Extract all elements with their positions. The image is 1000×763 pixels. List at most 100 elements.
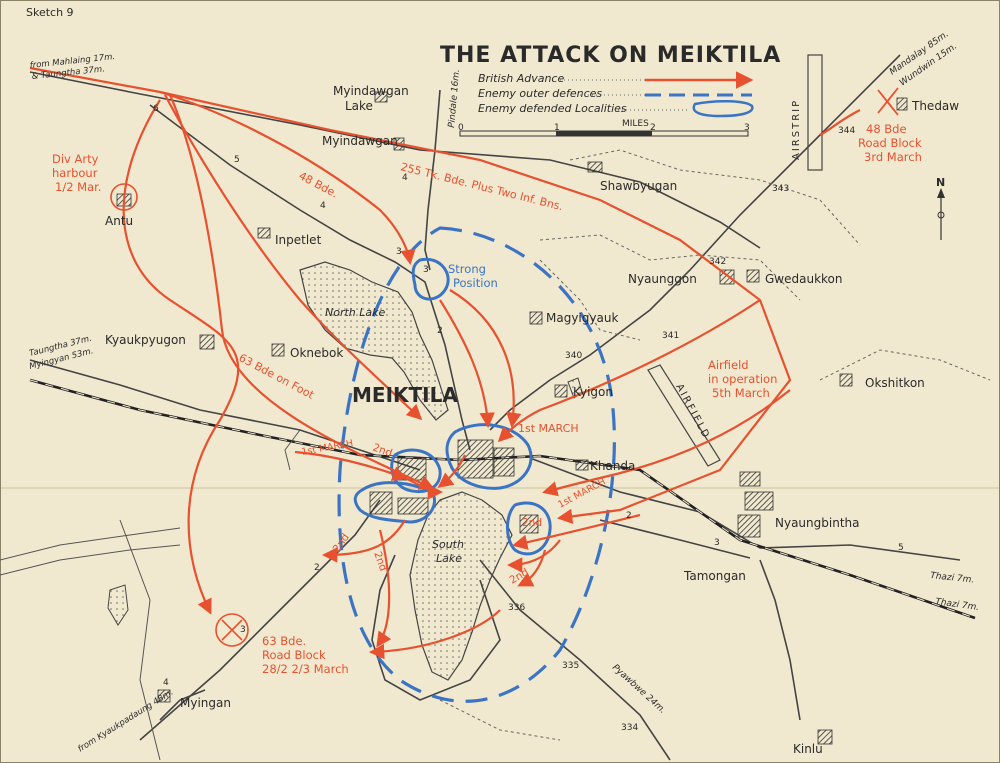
milestone: 5: [898, 543, 904, 553]
road-nyaungbintha: [599, 519, 751, 559]
village-icon: [839, 373, 853, 387]
road-east-thazi: [529, 457, 961, 561]
road-block-icon: [215, 613, 249, 647]
second-c: 2nd: [331, 531, 352, 554]
scale-tick-1: 1: [554, 123, 560, 133]
place-antu: Antu: [105, 214, 133, 228]
first-march-north: 1st MARCH: [518, 422, 579, 435]
villages: [116, 91, 908, 745]
advance-arrow: [497, 299, 761, 443]
road-pindale: [424, 89, 441, 271]
place-gwedaukkon: Gwedaukkon: [765, 272, 843, 286]
div-arty-harbour-icon: [110, 183, 138, 211]
advance-arrow: [404, 477, 444, 500]
place-airstrip: AIRSTRIP: [791, 99, 802, 160]
milestone: 3: [423, 265, 429, 275]
village-icon: [739, 471, 761, 487]
place-north-lake: North Lake: [325, 306, 386, 319]
advance-arrow: [506, 539, 561, 573]
legend-miles: MILES: [622, 119, 649, 129]
advance-arrow: [511, 513, 641, 550]
airfield-strip: [647, 364, 721, 467]
place-myindawgan-lake-1: Myindawgan: [333, 84, 409, 98]
advance-arrow: [122, 99, 240, 615]
village-icon: [587, 161, 603, 173]
south-lake: [409, 491, 513, 681]
milestone: 4: [163, 678, 169, 688]
village-icon: [157, 689, 171, 703]
village-icon: [575, 459, 589, 471]
place-myingan: Myingan: [180, 696, 231, 710]
scale-tick-3: 3: [744, 123, 750, 133]
red-annotations: Div Arty harbour 1/2 Mar. 48 Bde. 255 Tk…: [52, 122, 922, 676]
place-myindawgan-lake-2: Lake: [345, 99, 373, 113]
village-icon: [744, 491, 774, 511]
streams: [0, 429, 301, 761]
rb63-2: Road Block: [262, 648, 326, 662]
advance-arrow: [376, 529, 392, 648]
advance-arrow: [449, 289, 522, 429]
strong-1: Strong: [448, 262, 486, 276]
second-e: 2nd: [508, 566, 531, 586]
railway: [29, 378, 976, 620]
legend: THE ATTACK ON MEIKTILA British Advance E…: [440, 43, 781, 137]
place-myindawgan: Myindawgan: [322, 134, 398, 148]
place-meiktila: MEIKTILA: [352, 383, 458, 407]
advance-arrow: [168, 94, 435, 490]
scale-tick-0: 0: [458, 123, 464, 133]
village-icon: [746, 269, 760, 283]
place-south-lake-1: South: [432, 538, 464, 551]
road-labels: from Mahlaing 17m. & Taungtha 37m. Pinda…: [28, 29, 979, 754]
milestone: 4: [402, 173, 408, 183]
milestone: 335: [562, 661, 579, 671]
advance-arrow: [542, 389, 791, 497]
bde48-label: 48 Bde.: [297, 169, 340, 200]
map-title: THE ATTACK ON MEIKTILA: [440, 43, 781, 68]
village-icon: [737, 514, 761, 538]
advance-arrow: [819, 109, 861, 136]
place-nyaunggon: Nyaunggon: [628, 272, 697, 286]
airstrip-strip: [807, 54, 823, 171]
advance-arrow: [294, 450, 408, 481]
div-arty-2: harbour: [52, 166, 98, 180]
svg-text:N: N: [936, 176, 945, 189]
strong-2: Position: [453, 276, 498, 290]
road-block-icon: [877, 87, 899, 116]
place-south-lake-2: Lake: [436, 552, 462, 565]
place-airfield: AIRFIELD: [673, 382, 711, 441]
meiktila-town: [369, 439, 539, 534]
legend-outer-defences: Enemy outer defences: [478, 87, 602, 100]
place-thedaw: Thedaw: [911, 99, 959, 113]
west-pond: [107, 584, 129, 626]
place-kyigon: Kyigon: [573, 385, 613, 399]
place-kyaukpyugon: Kyaukpyugon: [105, 333, 186, 347]
milestone: 340: [565, 351, 582, 361]
place-magyigyauk: Magyigyauk: [546, 311, 618, 325]
place-okshitkon: Okshitkon: [865, 376, 925, 390]
milestone: 343: [772, 184, 789, 194]
advance-arrow: [437, 454, 466, 488]
place-tamongan: Tamongan: [683, 569, 746, 583]
village-icon: [817, 729, 833, 745]
village-icon: [896, 97, 908, 111]
advance-arrow: [164, 94, 423, 421]
advance-arrow: [321, 519, 406, 563]
place-nyaungbintha: Nyaungbintha: [775, 516, 859, 530]
village-icon: [374, 91, 388, 103]
legend-british-advance: British Advance: [478, 72, 564, 85]
first-march-west: 1st MARCH: [301, 438, 354, 458]
enemy-outer-defences: [337, 226, 616, 703]
advance-arrow: [159, 90, 416, 266]
road-pindale: Pindale 16m.: [447, 69, 462, 128]
milestone: 336: [508, 603, 525, 613]
rb48-3: 3rd March: [864, 150, 922, 164]
rb63-1: 63 Bde.: [262, 634, 306, 648]
milestone: 342: [709, 257, 726, 267]
kyigon-lake: [567, 377, 583, 399]
village-icon: [257, 227, 271, 239]
place-inpetlet: Inpetlet: [275, 233, 322, 247]
milestone: 2: [437, 326, 443, 336]
road-thazi: Thazi 7m.: [930, 571, 975, 586]
place-khanda: Khanda: [590, 459, 635, 473]
